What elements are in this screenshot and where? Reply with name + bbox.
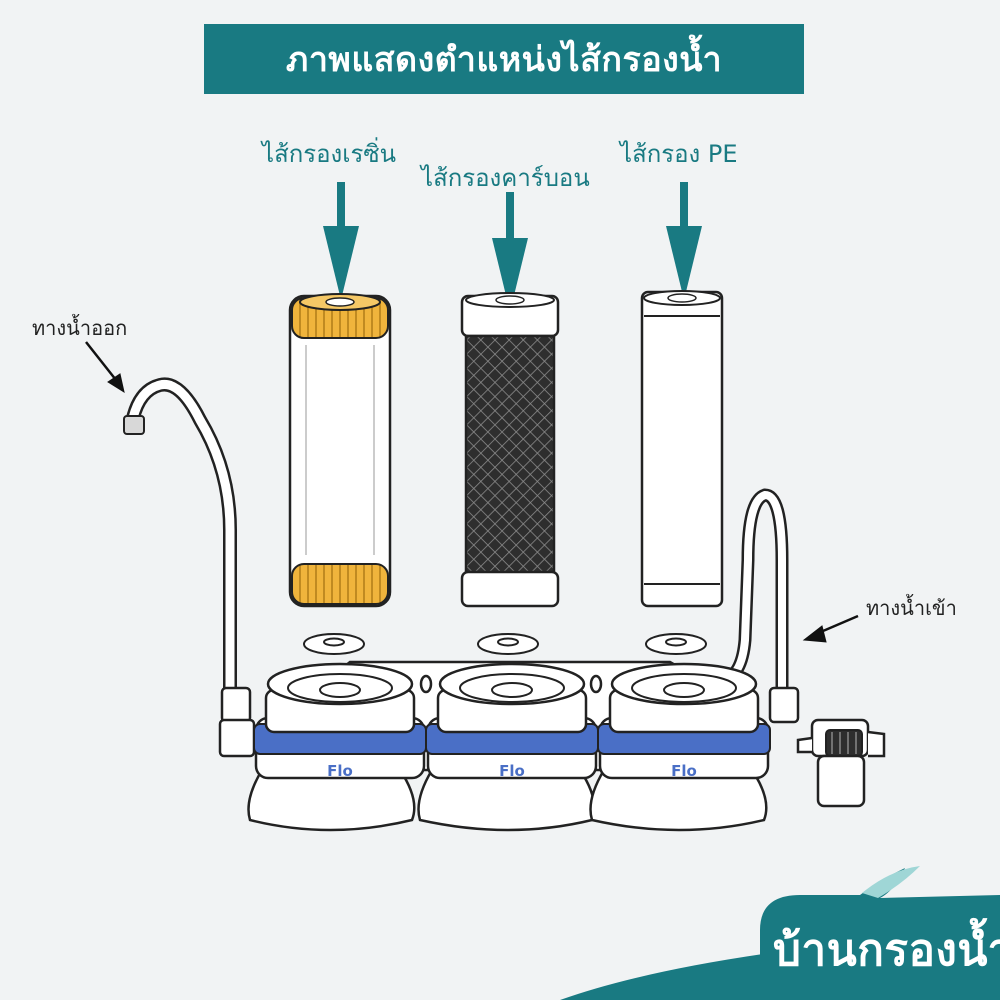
- pe-arrow: [666, 182, 702, 300]
- diverter-valve: [796, 718, 886, 808]
- inlet-tube: [721, 488, 800, 724]
- housing-3-logo: Flo: [671, 762, 697, 780]
- outlet-arrow: [85, 341, 125, 394]
- resin-arrow: [323, 182, 359, 300]
- pe-filter-cartridge: [640, 290, 724, 608]
- filter-housing-2: [417, 662, 599, 832]
- housing-1-logo: Flo: [327, 762, 353, 780]
- pe-filter-label: ไส้กรอง PE: [620, 140, 738, 168]
- page-title: ภาพแสดงตำแหน่งไส้กรองน้ำ: [204, 24, 804, 94]
- carbon-arrow: [492, 192, 528, 312]
- resin-filter-label: ไส้กรองเรซิ่น: [262, 140, 397, 168]
- filter-housing-3: [589, 662, 771, 832]
- outlet-faucet: [123, 377, 256, 758]
- housing-2-logo: Flo: [499, 762, 525, 780]
- brand-badge: [560, 866, 1000, 1000]
- inlet-label: ทางน้ำเข้า: [866, 596, 957, 620]
- inlet-arrow: [802, 614, 859, 643]
- resin-filter-cartridge: [288, 293, 392, 608]
- brand-logo-text: บ้านกรองน้ำ: [773, 925, 1000, 976]
- o-ring-2: [477, 633, 539, 655]
- o-ring-3: [645, 633, 707, 655]
- carbon-filter-cartridge: [460, 292, 560, 608]
- o-ring-1: [303, 633, 365, 655]
- carbon-filter-label: ไส้กรองคาร์บอน: [421, 164, 590, 192]
- filter-housing-1: [247, 662, 427, 832]
- outlet-label: ทางน้ำออก: [32, 316, 128, 340]
